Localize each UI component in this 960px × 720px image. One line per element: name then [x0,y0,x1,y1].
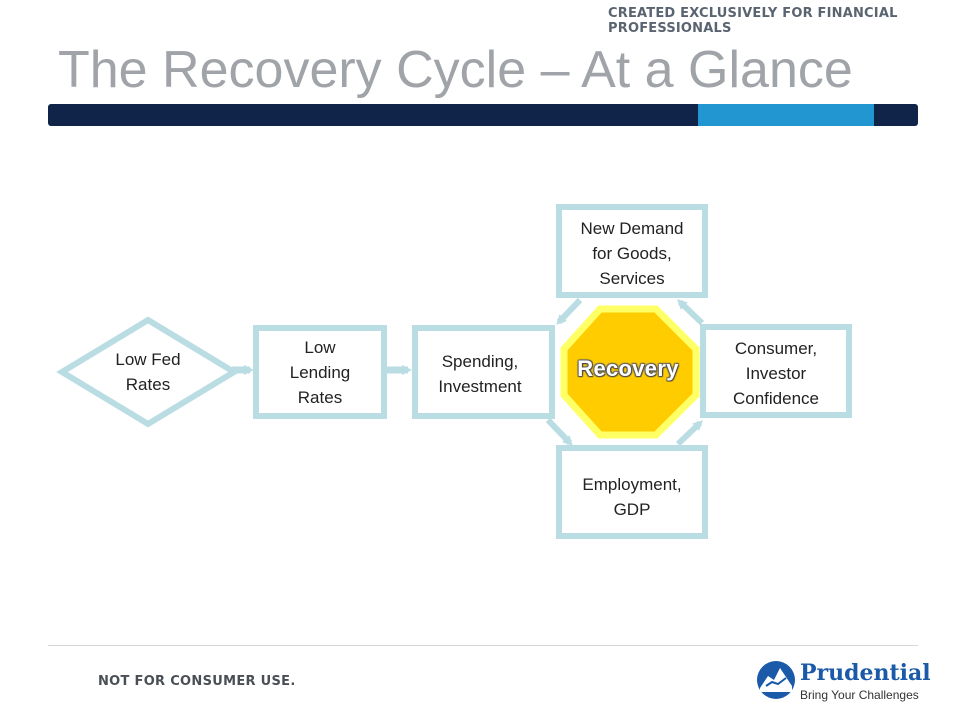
footer-note: NOT FOR CONSUMER USE. [98,674,296,689]
title-bar [48,104,918,126]
node-spending-investment-box [412,325,555,419]
node-employment-gdp-box [556,445,708,539]
recovery-label: Recovery [577,356,679,381]
arrow-demand-to-spending [556,297,583,325]
node-employment-gdp-label: Employment, GDP [582,475,682,519]
node-consumer-confidence-box [700,324,852,418]
node-new-demand-label: New Demand for Goods, Services [580,218,684,288]
node-low-lending-rates-label: Low Lending Rates [289,337,351,407]
node-low-lending-rates-box [253,325,387,419]
header-note-line2: PROFESSIONALS [608,21,732,36]
title-bar-accent [698,104,874,126]
arrow-employment-to-confidence [675,420,703,447]
node-low-fed-rates-label: Low Fed Rates [115,350,181,394]
brand-name: Prudential [800,660,931,686]
footer-divider [48,645,918,646]
brand-tagline: Bring Your Challenges [800,688,919,702]
node-new-demand-box [556,204,708,298]
prudential-logo: Prudential Bring Your Challenges [756,656,931,706]
arrow-confidence-to-demand [677,299,705,326]
node-consumer-confidence-label: Consumer, Investor Confidence [732,338,819,408]
header-note-line1: CREATED EXCLUSIVELY FOR FINANCIAL [608,6,898,21]
rock-of-gibraltar-icon [757,661,795,699]
slide-title: The Recovery Cycle – At a Glance [58,41,853,99]
node-low-fed-rates-diamond [56,316,240,428]
header-note: CREATED EXCLUSIVELY FOR FINANCIAL PROFES… [608,6,938,36]
arrow-spending-to-employment [545,417,573,446]
node-spending-investment-label: Spending, Investment [438,352,522,396]
recovery-octagon [560,305,700,439]
